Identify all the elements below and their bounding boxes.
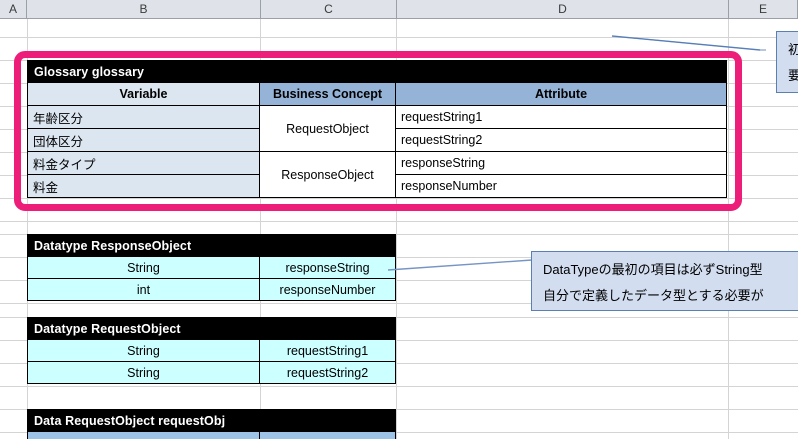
grid-hline-11 <box>0 257 798 258</box>
datatype-requestobject-name-1[interactable]: requestString2 <box>260 362 396 384</box>
grid-hline-1 <box>0 37 798 38</box>
grid-hline-12 <box>0 280 798 281</box>
grid-hline-8 <box>0 198 798 199</box>
table-row[interactable]: RequestObject <box>260 106 396 152</box>
glossary-business-concept-column: RequestObject ResponseObject <box>260 106 396 198</box>
datatype-requestobject-table: Datatype RequestObject String requestStr… <box>27 317 396 384</box>
datatype-requestobject-title: Datatype RequestObject <box>27 317 396 340</box>
glossary-body: 年齢区分 団体区分 料金タイプ 料金 RequestObject Respons… <box>27 106 727 198</box>
grid-vline-d-e <box>728 19 729 439</box>
glossary-header-attribute: Attribute <box>396 83 727 106</box>
grid-hline-19 <box>0 432 798 433</box>
column-header-d[interactable]: D <box>397 0 729 18</box>
datatype-responseobject-table: Datatype ResponseObject String responseS… <box>27 234 396 301</box>
datatype-requestobject-type-1[interactable]: String <box>27 362 260 384</box>
glossary-table: Glossary glossary Variable Business Conc… <box>27 60 727 198</box>
table-row[interactable]: requestString1 <box>396 106 727 129</box>
datatype-responseobject-name-1[interactable]: responseNumber <box>260 279 396 301</box>
callout-top-line1: 初 <box>788 37 798 63</box>
table-row[interactable]: 年齢区分 <box>27 106 260 129</box>
data-requestobject-title: Data RequestObject requestObj <box>27 409 396 432</box>
datatype-responseobject-type-1[interactable]: int <box>27 279 260 301</box>
table-row[interactable]: responseString <box>396 152 727 175</box>
column-header-e[interactable]: E <box>729 0 798 18</box>
glossary-header-variable: Variable <box>27 83 260 106</box>
callout-middle-line1: DataTypeの最初の項目は必ずString型 <box>543 262 763 277</box>
datatype-responseobject-name-0[interactable]: responseString <box>260 257 396 279</box>
table-row[interactable]: String responseString <box>27 257 396 279</box>
table-row[interactable]: 団体区分 <box>27 129 260 152</box>
table-row[interactable]: String requestString2 <box>27 362 396 384</box>
grid-hline-16 <box>0 363 798 364</box>
table-row[interactable]: 料金タイプ <box>27 152 260 175</box>
grid-hline-17 <box>0 386 798 387</box>
data-requestobject-cell-left[interactable] <box>27 432 260 439</box>
table-row[interactable]: int responseNumber <box>27 279 396 301</box>
callout-top-leader-line <box>611 35 766 51</box>
table-row[interactable]: responseNumber <box>396 175 727 198</box>
table-row[interactable]: 料金 <box>27 175 260 198</box>
data-requestobject-cell-right[interactable] <box>260 432 396 439</box>
datatype-requestobject-type-0[interactable]: String <box>27 340 260 362</box>
grid-vline-b-c <box>260 19 261 439</box>
callout-middle[interactable]: DataTypeの最初の項目は必ずString型 自分で定義したデータ型とする必… <box>531 251 798 311</box>
callout-middle-leader-line <box>387 259 533 271</box>
table-row[interactable]: String requestString1 <box>27 340 396 362</box>
column-header-c[interactable]: C <box>261 0 397 18</box>
grid-hline-14 <box>0 317 798 318</box>
callout-top-line2: 要 <box>788 63 798 89</box>
datatype-responseobject-title: Datatype ResponseObject <box>27 234 396 257</box>
column-header-a[interactable]: A <box>0 0 27 18</box>
table-row[interactable]: ResponseObject <box>260 152 396 198</box>
glossary-header-row: Variable Business Concept Attribute <box>27 83 727 106</box>
grid-hline-18 <box>0 409 798 410</box>
glossary-header-business-concept: Business Concept <box>260 83 396 106</box>
column-header-b[interactable]: B <box>27 0 261 18</box>
glossary-title: Glossary glossary <box>27 60 727 83</box>
callout-top[interactable]: 初 要 <box>776 31 798 93</box>
glossary-variable-column: 年齢区分 団体区分 料金タイプ 料金 <box>27 106 260 198</box>
column-header-strip: A B C D E <box>0 0 798 19</box>
grid-vline-a-b <box>27 19 28 439</box>
callout-middle-line2: 自分で定義したデータ型とする必要が <box>543 288 764 303</box>
table-row[interactable] <box>27 432 396 439</box>
grid-hline-13 <box>0 303 798 304</box>
table-row[interactable]: requestString2 <box>396 129 727 152</box>
grid-hline-9 <box>0 221 798 222</box>
grid-hline-15 <box>0 340 798 341</box>
datatype-responseobject-type-0[interactable]: String <box>27 257 260 279</box>
grid-hline-10 <box>0 234 798 235</box>
data-requestobject-table: Data RequestObject requestObj <box>27 409 396 439</box>
glossary-attribute-column: requestString1 requestString2 responseSt… <box>396 106 727 198</box>
grid-vline-c-d <box>396 19 397 439</box>
datatype-requestobject-name-0[interactable]: requestString1 <box>260 340 396 362</box>
